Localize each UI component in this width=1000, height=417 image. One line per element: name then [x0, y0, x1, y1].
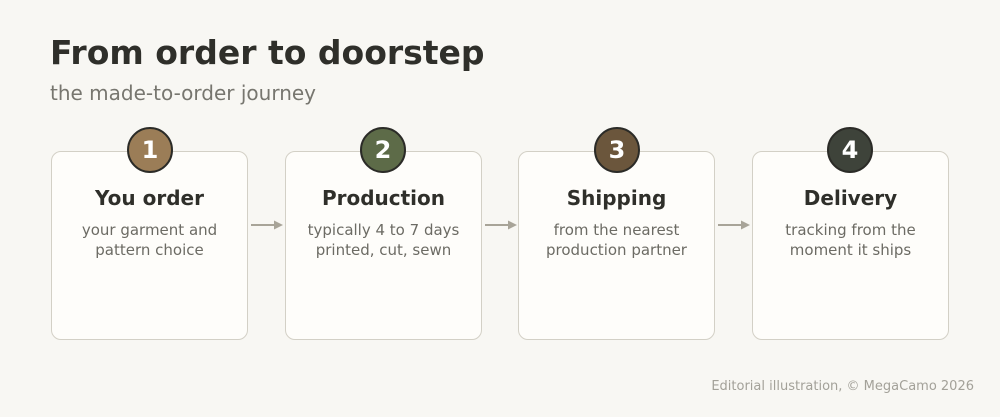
- step-card-you-order: You order your garment and pattern choic…: [51, 151, 248, 340]
- step-description: tracking from the moment it ships: [753, 220, 948, 260]
- step-title: Shipping: [566, 186, 667, 210]
- step-description-line: pattern choice: [95, 241, 204, 259]
- step-description-line: your garment and: [81, 221, 218, 239]
- step-description-line: production partner: [546, 241, 687, 259]
- step-card-production: Production typically 4 to 7 days printed…: [285, 151, 482, 340]
- credit-line: Editorial illustration, © MegaCamo 2026: [711, 379, 974, 394]
- arrow-right-icon: [251, 220, 283, 230]
- step-number-badge: 1: [127, 127, 173, 173]
- page-subtitle: the made-to-order journey: [50, 81, 317, 105]
- step-number-badge: 4: [827, 127, 873, 173]
- step-title: Production: [321, 186, 446, 210]
- step-description: from the nearest production partner: [519, 220, 714, 260]
- step-title: Delivery: [803, 186, 898, 210]
- arrow-right-icon: [718, 220, 750, 230]
- step-description-line: moment it ships: [789, 241, 912, 259]
- step-description: typically 4 to 7 days printed, cut, sewn: [286, 220, 481, 260]
- step-description-line: typically 4 to 7 days: [307, 221, 460, 239]
- arrow-right-icon: [485, 220, 517, 230]
- step-card-delivery: Delivery tracking from the moment it shi…: [752, 151, 949, 340]
- step-description-line: from the nearest: [553, 221, 680, 239]
- step-card-shipping: Shipping from the nearest production par…: [518, 151, 715, 340]
- step-number-badge: 3: [594, 127, 640, 173]
- page-title: From order to doorstep: [50, 33, 485, 72]
- step-title: You order: [95, 186, 204, 210]
- step-description-line: printed, cut, sewn: [315, 241, 452, 259]
- step-number-badge: 2: [360, 127, 406, 173]
- step-description-line: tracking from the: [785, 221, 916, 239]
- step-description: your garment and pattern choice: [52, 220, 247, 260]
